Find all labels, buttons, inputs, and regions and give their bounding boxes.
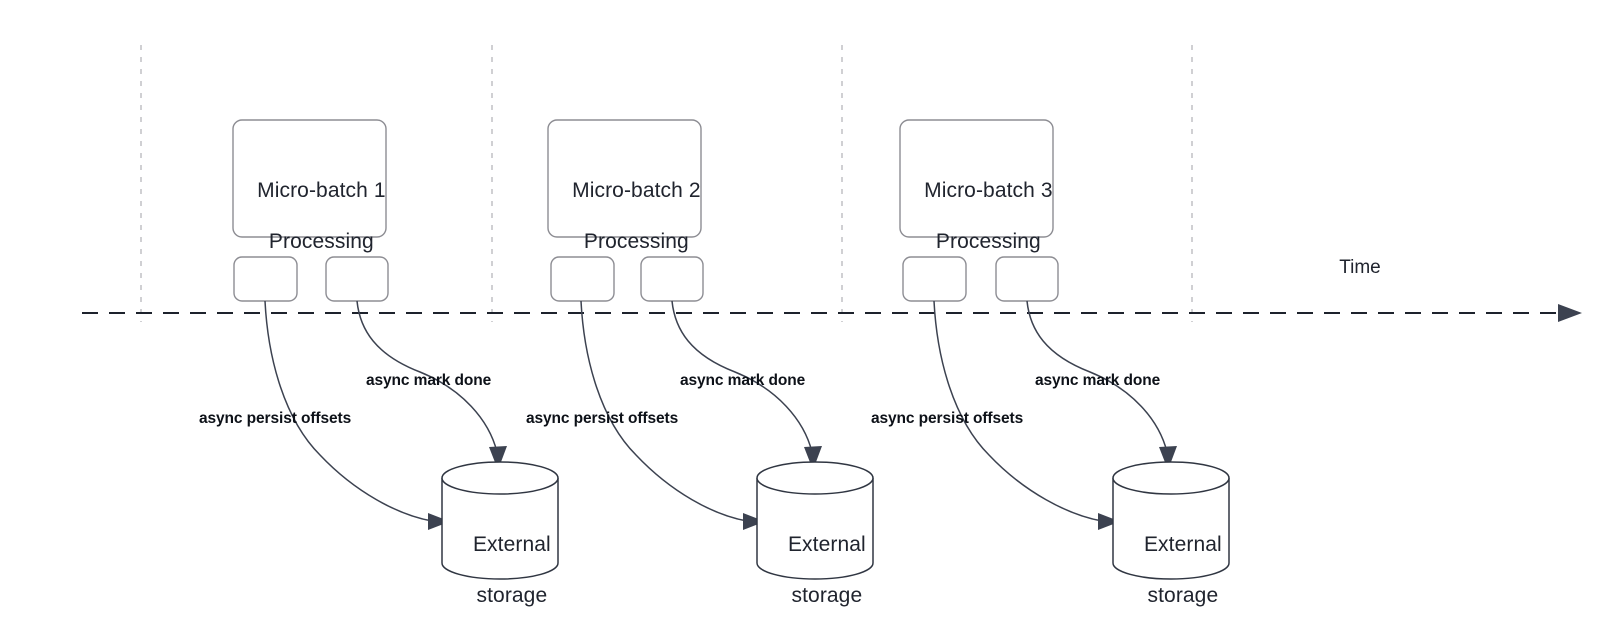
time-axis [82, 304, 1582, 322]
flow-arrowhead-persist-offsets-2 [743, 513, 765, 530]
process-box-1-label-line1: Micro-batch 1 [257, 178, 386, 202]
flow-path-mark-done-1 [356, 300, 498, 453]
flow-label-mark-done-3: async mark done [1035, 372, 1161, 389]
micro-batch-group-3 [899, 119, 1230, 580]
flow-arrowhead-persist-offsets-1 [428, 513, 450, 530]
tick-box-2a[interactable] [550, 256, 615, 302]
flow-label-persist-offsets-3: async persist offsets [871, 410, 1024, 427]
process-box-2-label: Micro-batch 2 Processing [548, 152, 701, 280]
process-box-2-label-line2: Processing [583, 229, 689, 253]
flow-path-persist-offsets-2 [580, 300, 748, 522]
flow-label-persist-offsets-2: async persist offsets [526, 410, 679, 427]
process-box-2-label-line1: Micro-batch 2 [572, 178, 701, 202]
batch-boundary-guides [140, 45, 1193, 322]
flow-arrowhead-mark-done-1 [489, 446, 507, 470]
process-box-3-label-line2: Processing [935, 229, 1041, 253]
micro-batch-group-1 [232, 119, 559, 580]
flow-path-mark-done-2 [671, 300, 813, 453]
flow-label-mark-done-2: async mark done [680, 372, 806, 389]
external-storage-1[interactable] [441, 461, 559, 580]
process-box-3-label-line1: Micro-batch 3 [924, 178, 1053, 202]
process-box-1[interactable] [232, 119, 387, 238]
flow-label-mark-done-1: async mark done [366, 372, 492, 389]
flow-arrowhead-persist-offsets-3 [1098, 513, 1120, 530]
process-box-2[interactable] [547, 119, 702, 238]
external-storage-2-label-line1: External [787, 532, 866, 556]
process-box-1-label: Micro-batch 1 Processing [233, 152, 386, 280]
time-axis-label: Time [1339, 257, 1381, 278]
external-storage-2[interactable] [756, 461, 874, 580]
process-box-3[interactable] [899, 119, 1054, 238]
micro-batch-group-2 [547, 119, 874, 580]
process-box-1-label-line2: Processing [268, 229, 374, 253]
external-storage-1-label-line2: storage [476, 583, 548, 607]
external-storage-3-label: External storage [1113, 506, 1229, 634]
external-storage-3[interactable] [1112, 461, 1230, 580]
flow-path-mark-done-3 [1026, 300, 1168, 453]
flow-arrowhead-mark-done-3 [1159, 446, 1177, 470]
flow-label-persist-offsets-1: async persist offsets [199, 410, 352, 427]
flow-arrowhead-mark-done-2 [804, 446, 822, 470]
external-storage-1-label: External storage [442, 506, 558, 634]
external-storage-2-label-line2: storage [791, 583, 863, 607]
flow-path-persist-offsets-1 [264, 300, 433, 522]
flow-path-persist-offsets-3 [933, 300, 1103, 522]
external-storage-2-label: External storage [757, 506, 873, 634]
external-storage-3-label-line1: External [1143, 532, 1222, 556]
process-box-3-label: Micro-batch 3 Processing [900, 152, 1053, 280]
external-storage-1-label-line1: External [472, 532, 551, 556]
external-storage-3-label-line2: storage [1147, 583, 1219, 607]
time-axis-arrowhead [1558, 304, 1582, 322]
